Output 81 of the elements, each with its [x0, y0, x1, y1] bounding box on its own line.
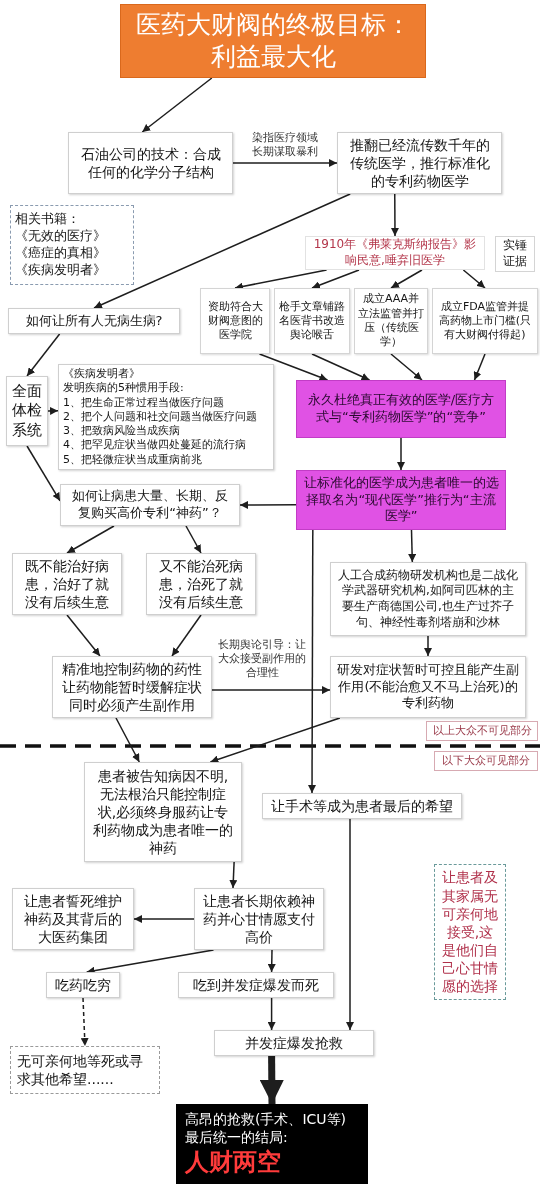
- process-box: 让手术等成为患者最后的希望: [262, 793, 462, 819]
- node-text: 3、把致病风险当成疾病: [63, 424, 180, 439]
- node-text: 《疾病发明者》: [15, 261, 106, 279]
- arrow: [311, 353, 371, 381]
- node-text: 发明疾病的5种惯用手段:: [63, 381, 184, 396]
- process-box: 让患者誓死维护神药及其背后的大医药集团: [12, 888, 134, 950]
- arrow: [473, 353, 486, 381]
- highlight-box: 让标准化的医学成为患者唯一的选择取名为“现代医学”推行为“主流医学”: [296, 470, 506, 530]
- arrow: [267, 949, 276, 973]
- arrow: [66, 614, 101, 657]
- arrow: [346, 818, 354, 1031]
- arrow: [93, 193, 351, 309]
- node-text: 《无效的医疗》: [15, 228, 106, 245]
- process-box: 让患者长期依赖神药并心甘情愿支付高价: [194, 888, 324, 950]
- arrow: [311, 269, 360, 289]
- highlight-box: 永久杜绝真正有效的医学/医疗方式与“专利药物医学”的“竞争”: [296, 380, 506, 438]
- arrow: [390, 353, 423, 381]
- arrow: [171, 614, 202, 657]
- node-text: 2、把个人问题和社交问题当做医疗问题: [63, 409, 257, 425]
- arrow: [133, 915, 195, 923]
- node-text: 4、把罕见症状当做四处蔓延的流行病: [63, 438, 246, 453]
- process-box: 推翻已经流传数千年的传统医学，推行标准化的专利药物医学: [337, 132, 502, 194]
- arrow: [397, 437, 405, 471]
- arrow: [390, 193, 399, 237]
- process-box: 成立FDA监管并提高药物上市门槛(只有大财阀付得起): [432, 288, 538, 354]
- arrow: [26, 445, 61, 502]
- node-text: 人财两空: [185, 1146, 281, 1178]
- arrow: [308, 529, 316, 794]
- arrow: [209, 717, 341, 764]
- process-box: 研发对症状暂时可控且能产生副作用(不能治愈又不马上治死)的专利药物: [330, 656, 526, 718]
- node-text: 1、把生命正常过程当做医疗问题: [63, 395, 224, 410]
- arrow: [185, 525, 202, 554]
- process-box: 如何让病患大量、长期、反复购买高价专利“神药”？: [60, 484, 240, 526]
- note-box: 无可亲何地等死或寻求其他希望......: [10, 1046, 160, 1094]
- arrow: [141, 77, 213, 133]
- arrow: [239, 500, 297, 509]
- node-text: 高昂的抢救(手术、ICU等)最后统一的结局:: [185, 1110, 348, 1147]
- arrow: [26, 333, 61, 377]
- arrow: [408, 529, 417, 563]
- arrow: [80, 997, 89, 1047]
- edge-label: 长期舆论引导：让大众接受副作用的合理性: [218, 638, 306, 680]
- process-box: 枪手文章铺路名医背书改造舆论喉舌: [274, 288, 350, 354]
- node-text: 5、把轻微症状当成重病前兆: [63, 452, 202, 468]
- process-box: 人工合成药物研发机构也是二战化学武器研究机构,如阿司匹林的主要生产商德国公司,也生产过芥子句、神经性毒剂塔崩和沙林: [330, 562, 526, 636]
- process-box: 吃到并发症爆发而死: [178, 972, 334, 998]
- arrow: [462, 269, 486, 289]
- arrow: [390, 269, 423, 289]
- arrow: [66, 525, 115, 554]
- node-text: 《疾病发明者》: [63, 366, 140, 382]
- section-tag: 以下大众可见部分: [434, 751, 538, 771]
- process-box: 吃药吃穷: [46, 972, 120, 998]
- outcome-box: [176, 1104, 368, 1184]
- note-box: [10, 205, 134, 285]
- process-box: 全面体检系统: [6, 376, 48, 446]
- process-box: 成立AAA并立法监管并打压（传统医学）: [354, 288, 428, 354]
- process-box: 石油公司的技术：合成任何的化学分子结构: [68, 132, 233, 194]
- process-box: 资助符合大财阀意图的医学院: [200, 288, 270, 354]
- arrow: [232, 159, 338, 167]
- process-box: 又不能治死病患，治死了就没有后续生意: [146, 553, 256, 615]
- process-box: 如何让所有人无病生病?: [8, 308, 180, 334]
- arrow: [258, 353, 329, 381]
- section-tag: 以上大众不可见部分: [426, 721, 538, 741]
- note-box: 让患者及其家属无可亲何地接受,这是他们自己心甘情愿的选择: [434, 864, 506, 1000]
- process-box: 1910年《弗莱克斯纳报告》影响民意,唾弃旧医学: [305, 236, 485, 270]
- arrow: [424, 635, 432, 657]
- process-box: [58, 364, 274, 470]
- arrow: [47, 406, 59, 415]
- edge-label: 染指医疗领域长期谋取暴利: [251, 131, 319, 159]
- process-box: 患者被告知病因不明,无法根治只能控制症状,必须终身服药让专利药物成为患者唯一的神药: [84, 762, 242, 862]
- goal-banner: 医药大财阀的终极目标：利益最大化: [120, 4, 426, 78]
- node-text: 相关书籍：: [15, 211, 80, 229]
- arrow: [211, 686, 331, 695]
- arrow: [259, 1055, 284, 1105]
- arrow: [229, 861, 238, 889]
- process-box: 精准地控制药物的药性让药物能暂时缓解症状同时必须产生副作用: [52, 656, 212, 718]
- note-box: 实锤证据: [495, 236, 535, 272]
- node-text: 《癌症的真相》: [15, 245, 106, 262]
- arrow: [267, 997, 276, 1031]
- arrow: [115, 717, 141, 763]
- process-box: 并发症爆发抢救: [214, 1030, 374, 1056]
- process-box: 既不能治好病患，治好了就没有后续生意: [12, 553, 122, 615]
